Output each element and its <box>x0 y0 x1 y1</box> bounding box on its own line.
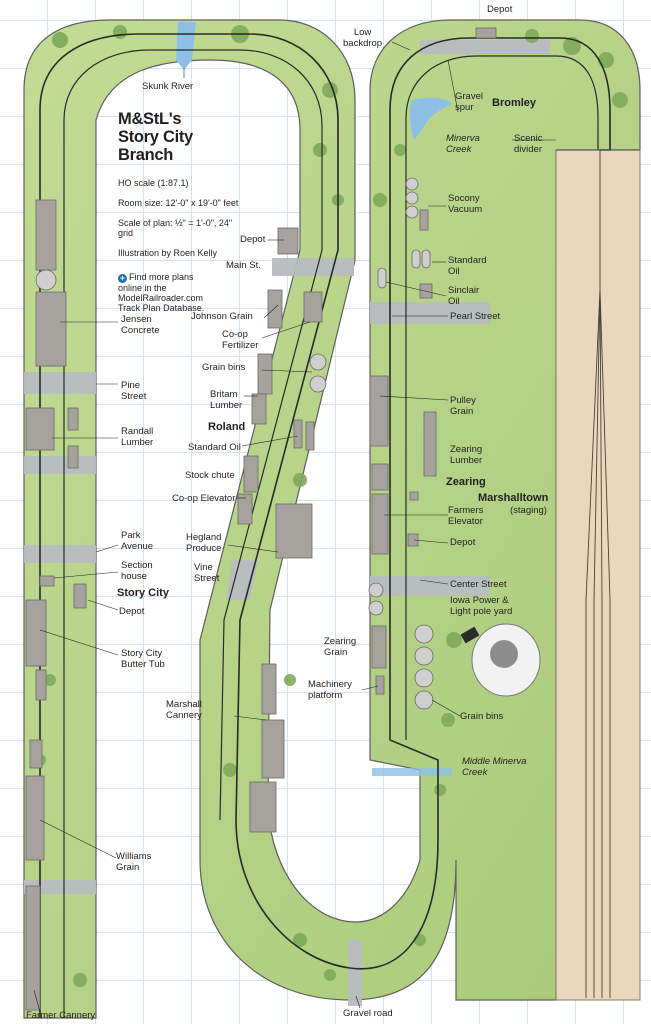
label-gravel-spur: Gravel spur <box>455 91 483 113</box>
info-scale: HO scale (1:87.1) <box>118 178 189 188</box>
label-grain-bins-right: Grain bins <box>460 711 504 722</box>
label-story-city-butter-tub: Story City Butter Tub <box>121 648 165 670</box>
label-depot-zearing: Depot <box>450 537 476 548</box>
label-gravel-road: Gravel road <box>343 1008 393 1019</box>
buildings <box>25 27 497 1011</box>
label-marshall-cannery: Marshall Cannery <box>166 699 202 721</box>
label-zearing-lumber: Zearing Lumber <box>450 444 483 466</box>
label-park-avenue: Park Avenue <box>121 530 154 552</box>
label-section-house: Section house <box>121 560 153 582</box>
label-britam-lumber: Britam Lumber <box>210 389 243 411</box>
skunk-river <box>176 22 196 70</box>
label-depot-roland: Depot <box>240 234 266 245</box>
minerva-creek <box>409 97 452 140</box>
info-room-size: Room size: 12'-0" x 19'-0" feet <box>118 198 239 208</box>
label-pulley-grain: Pulley Grain <box>450 395 476 417</box>
label-sinclair-oil: Sinclair Oil <box>448 285 480 307</box>
operator-figure <box>460 623 541 697</box>
label-jensen-concrete: Jensen Concrete <box>121 314 160 336</box>
roads <box>24 40 550 1006</box>
label-main-st: Main St. <box>226 260 261 271</box>
label-pearl-street: Pearl Street <box>450 311 501 322</box>
label-iowa-power: Iowa Power & Light pole yard <box>450 595 513 617</box>
label-zearing-grain: Zearing Grain <box>324 636 357 658</box>
label-farmer-cannery: Farmer Cannery <box>26 1010 96 1021</box>
label-minerva-creek: Minerva Creek <box>446 133 480 155</box>
label-scenic-divider: Scenic divider <box>514 133 543 155</box>
label-williams-grain: Williams Grain <box>116 851 152 873</box>
staging-note: (staging) <box>510 505 547 516</box>
more-plans-text: Find more plans online in the ModelRailr… <box>118 272 205 313</box>
leader-lines <box>33 41 556 1013</box>
label-farmers-elevator: Farmers Elevator <box>448 505 484 527</box>
inner-track <box>63 49 323 1018</box>
town-roland: Roland <box>208 421 246 433</box>
title-block: M&StL's Story City Branch HO scale (1:87… <box>118 110 248 313</box>
label-hegland-produce: Hegland Produce <box>186 532 222 554</box>
tanks <box>35 177 434 710</box>
label-low-backdrop: Low backdrop <box>343 27 383 49</box>
trees <box>34 25 628 987</box>
label-middle-minerva-creek: Middle Minerva Creek <box>462 756 527 778</box>
label-depot-story-city: Depot <box>119 606 145 617</box>
more-plans-link[interactable]: +Find more plans online in the ModelRail… <box>118 272 248 313</box>
town-zearing: Zearing <box>446 476 486 488</box>
info-illustrator: Illustration by Roen Kelly <box>118 248 218 258</box>
inner-track-right <box>405 55 599 740</box>
label-johnson-grain: Johnson Grain <box>191 311 253 322</box>
plan-info: HO scale (1:87.1) Room size: 12'-0" x 19… <box>118 168 248 268</box>
label-center-street: Center Street <box>450 579 507 590</box>
middle-minerva-creek <box>372 768 452 776</box>
plus-circle-icon: + <box>118 273 127 283</box>
label-pine-street: Pine Street <box>121 380 147 402</box>
staging-yard <box>555 149 641 1001</box>
main-line-track <box>39 33 611 1018</box>
plan-title: M&StL's Story City Branch <box>118 110 193 164</box>
town-marshalltown: Marshalltown <box>478 492 549 504</box>
label-standard-oil-roland: Standard Oil <box>188 442 241 453</box>
label-coop-fertilizer: Co-op Fertilizer <box>222 329 259 351</box>
label-randall-lumber: Randall Lumber <box>121 426 154 448</box>
town-bromley: Bromley <box>492 97 537 109</box>
label-coop-elevator: Co-op Elevator <box>172 493 236 504</box>
town-story-city: Story City <box>117 587 169 599</box>
label-machinery-platform: Machinery platform <box>308 679 352 701</box>
label-vine-street: Vine Street <box>194 562 220 584</box>
label-socony-vacuum: Socony Vacuum <box>448 193 483 215</box>
label-grain-bins-roland: Grain bins <box>202 362 246 373</box>
benchwork-left-loop <box>23 19 641 1019</box>
label-standard-oil-right: Standard Oil <box>448 255 487 277</box>
staging-tracks <box>585 150 611 998</box>
label-depot-top: Depot <box>487 4 513 15</box>
info-plan-scale: Scale of plan: ½" = 1'-0", 24" grid <box>118 218 233 238</box>
label-skunk-river: Skunk River <box>142 81 194 92</box>
label-stock-chute: Stock chute <box>185 470 235 481</box>
